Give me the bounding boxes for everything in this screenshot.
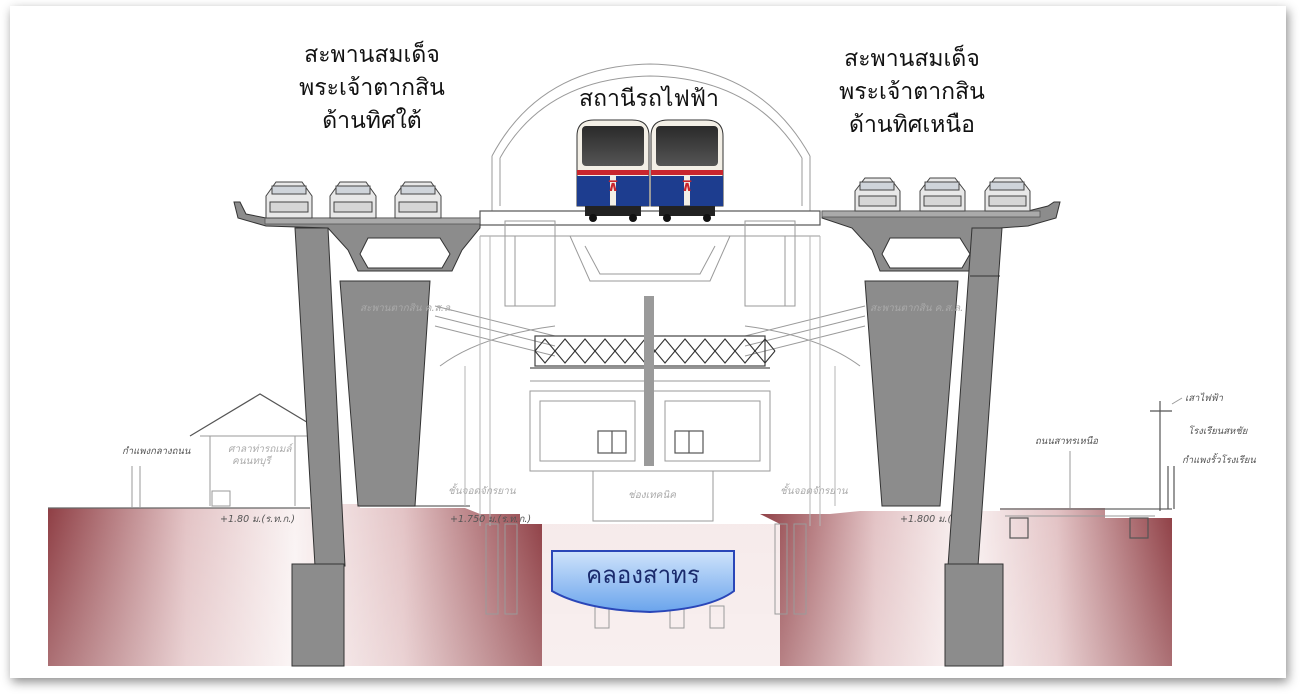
svg-text:ถนนสาทรเหนือ: ถนนสาทรเหนือ [1035, 436, 1099, 447]
train-right: ⊼ [650, 119, 724, 222]
bridge-north-line-3: ด้านทิศเหนือ [849, 112, 975, 138]
svg-text:ชั้นจอดจักรยาน: ชั้นจอดจักรยาน [448, 483, 517, 497]
svg-text:กำแพงกลางถนน: กำแพงกลางถนน [122, 446, 191, 457]
car-icons-north [854, 177, 1031, 212]
svg-text:เสาไฟฟ้า: เสาไฟฟ้า [1185, 392, 1224, 404]
svg-text:ชั้นจอดจักรยาน: ชั้นจอดจักรยาน [780, 483, 849, 497]
svg-text:⊼: ⊼ [681, 179, 692, 195]
diagram-frame: ช่องเทคนิค ชั้นจอดจักรยาน ชั้นจอดจักรยาน… [10, 6, 1286, 678]
bridge-north-line-2: พระเจ้าตากสิน [839, 79, 985, 105]
svg-text:ศาลาท่ารถเมล์: ศาลาท่ารถเมล์ [228, 443, 293, 455]
bridge-south-line-3: ด้านทิศใต้ [322, 107, 422, 134]
truss-pattern [534, 338, 776, 364]
bridge-south-title: สะพานสมเด็จ พระเจ้าตากสิน ด้านทิศใต้ [299, 39, 445, 134]
skytrain-icons: ⊼ ⊼ [576, 119, 724, 222]
station-structure: ช่องเทคนิค ชั้นจอดจักรยาน ชั้นจอดจักรยาน… [220, 63, 981, 629]
bridge-north: สะพานตากสิน ค.ส.ล. [821, 177, 1061, 667]
bridge-north-title: สะพานสมเด็จ พระเจ้าตากสิน ด้านทิศเหนือ [839, 43, 985, 138]
svg-text:คนนทบุรี: คนนทบุรี [232, 455, 273, 467]
bridge-north-line-1: สะพานสมเด็จ [844, 43, 980, 72]
svg-text:สะพานตากสิน ค.ส.ล.: สะพานตากสิน ค.ส.ล. [360, 302, 453, 314]
svg-text:⊼: ⊼ [607, 179, 618, 195]
svg-text:+1.80 ม.(ร.ท.ก.): +1.80 ม.(ร.ท.ก.) [220, 514, 295, 525]
car-icons-south [265, 181, 442, 219]
svg-text:ช่องเทคนิค: ช่องเทคนิค [628, 489, 677, 501]
train-left: ⊼ [576, 119, 650, 222]
bridge-south-line-2: พระเจ้าตากสิน [299, 75, 445, 101]
left-sala-pavilion: ศาลาท่ารถเมล์ คนนทบุรี กำแพงกลางถนน [122, 393, 331, 508]
svg-text:กำแพงรั้วโรงเรียน: กำแพงรั้วโรงเรียน [1182, 452, 1256, 466]
bridge-south-line-1: สะพานสมเด็จ [304, 39, 440, 68]
canal-label: คลองสาทร [586, 561, 700, 589]
bridge-cross-section-diagram: ช่องเทคนิค ชั้นจอดจักรยาน ชั้นจอดจักรยาน… [48, 39, 1256, 667]
right-roadside: เสาไฟฟ้า โรงเรียนสหชัย กำแพงรั้วโรงเรียน… [1005, 392, 1256, 539]
svg-text:+1.800 ม.(ร.ท.ก.): +1.800 ม.(ร.ท.ก.) [900, 514, 981, 525]
svg-text:โรงเรียนสหชัย: โรงเรียนสหชัย [1188, 425, 1249, 437]
canal: คลองสาทร [551, 550, 735, 614]
station-title: สถานีรถไฟฟ้า [579, 85, 719, 112]
bridge-south: สะพานตากสิน ค.ส.ล. [233, 181, 481, 667]
svg-text:สะพานตากสิน ค.ส.ล.: สะพานตากสิน ค.ส.ล. [870, 302, 963, 314]
svg-text:+1.750 ม.(ร.ท.ก.): +1.750 ม.(ร.ท.ก.) [450, 514, 531, 525]
